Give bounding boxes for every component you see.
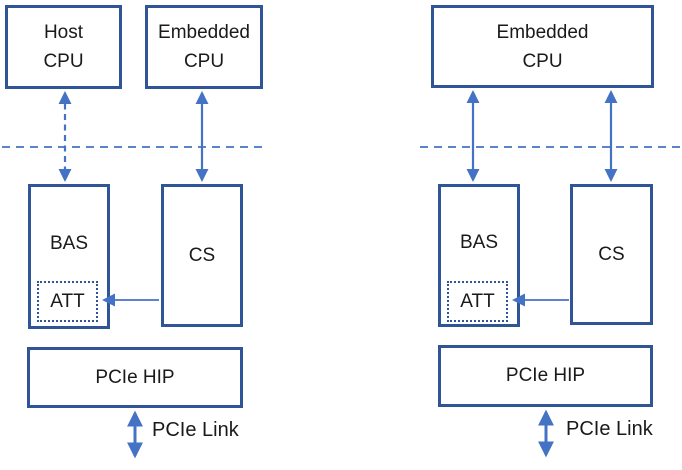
left-host-cpu-box: Host CPU — [5, 5, 122, 89]
left-embedded-cpu-box: Embedded CPU — [145, 5, 263, 89]
left-pcie-hip-box: PCIe HIP — [27, 347, 243, 408]
right-att-label: ATT — [460, 290, 495, 312]
right-bas-label: BAS — [459, 231, 499, 253]
left-bas-label: BAS — [49, 232, 89, 254]
right-embedded-cpu-label-line1: Embedded — [496, 21, 589, 43]
left-att-label: ATT — [50, 290, 85, 312]
left-cs-box: CS — [161, 184, 243, 327]
left-cs-label: CS — [188, 244, 216, 266]
right-pcie-hip-label: PCIe HIP — [505, 365, 586, 386]
right-embedded-cpu-box: Embedded CPU — [431, 5, 654, 88]
left-host-cpu-label-line2: CPU — [43, 51, 84, 72]
left-embedded-cpu-label-line1: Embedded — [158, 22, 250, 43]
right-embedded-cpu-label-line2: CPU — [522, 50, 563, 72]
right-pcie-hip-box: PCIe HIP — [438, 345, 653, 407]
left-pcie-hip-label: PCIe HIP — [95, 366, 175, 388]
right-cs-label: CS — [598, 243, 625, 265]
right-cs-box: CS — [570, 184, 653, 325]
left-att-box: ATT — [37, 281, 98, 322]
left-pcie-link-label: PCIe Link — [152, 419, 239, 441]
left-embedded-cpu-label-line2: CPU — [183, 51, 225, 72]
right-pcie-link-label: PCIe Link — [566, 418, 653, 440]
left-host-cpu-label-line1: Host — [43, 22, 84, 43]
right-att-box: ATT — [447, 281, 508, 322]
